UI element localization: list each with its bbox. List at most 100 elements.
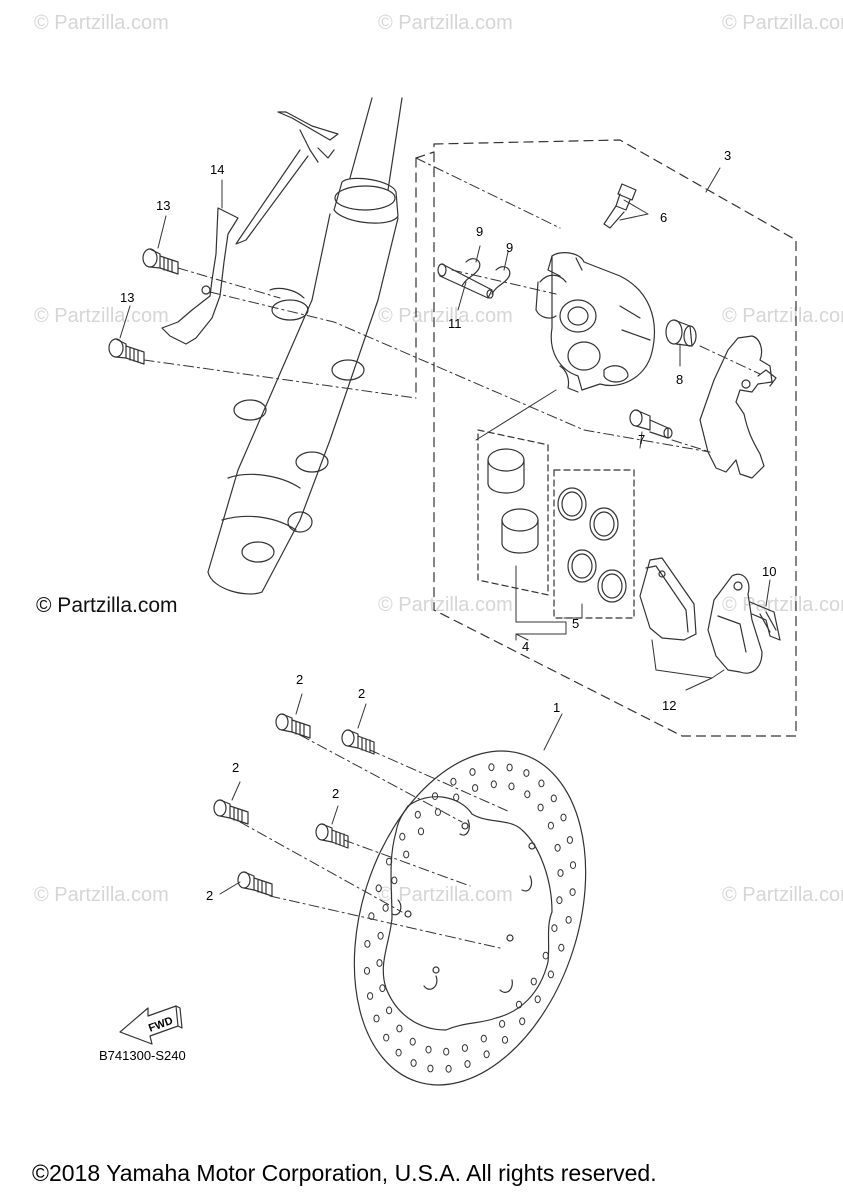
disc-vent-hole	[396, 1024, 403, 1033]
caliper-bracket	[699, 335, 777, 479]
watermark: © Partzilla.com	[378, 594, 513, 616]
disc-vent-hole	[443, 1047, 450, 1056]
disc-vent-hole	[399, 832, 406, 841]
disc-vent-hole	[547, 970, 555, 979]
disc-vent-hole	[488, 763, 495, 772]
pin-clip-a	[461, 258, 481, 287]
watermark: © Partzilla.com	[722, 594, 843, 616]
disc-vent-hole	[445, 1064, 452, 1073]
disc-vent-hole	[364, 940, 371, 948]
callout-2: 2	[206, 888, 213, 903]
callout-12: 12	[662, 698, 676, 713]
disc-vent-holes	[363, 763, 577, 1073]
disc-vent-hole	[391, 876, 398, 885]
disc-bolt-c	[213, 799, 249, 825]
disc-vent-hole	[550, 794, 557, 803]
watermark: © Partzilla.com	[378, 884, 513, 906]
piston-upper	[487, 448, 525, 494]
brake-pad-inner	[639, 557, 697, 641]
callout-labels: 1 2 2 2 2 2 3 4 5 6 7 8 9 9 10 11 12 13 …	[120, 148, 776, 1035]
callout-9: 9	[476, 224, 483, 239]
disc-vent-hole	[515, 1000, 523, 1009]
callout-13: 13	[156, 198, 170, 213]
watermark: © Partzilla.com	[378, 12, 513, 34]
watermark: © Partzilla.com	[722, 305, 843, 327]
disc-vent-hole	[566, 836, 574, 844]
watermark: © Partzilla.com	[34, 884, 169, 906]
callout-9: 9	[506, 240, 513, 255]
disc-vent-hole	[480, 1034, 487, 1043]
disc-vent-hole	[483, 1050, 490, 1059]
disc-vent-hole	[386, 857, 393, 866]
disc-vent-hole	[569, 888, 576, 896]
bushing	[665, 319, 697, 347]
pad-pin	[437, 263, 494, 299]
brake-pad-outer	[707, 573, 763, 674]
callout-2: 2	[296, 672, 303, 687]
callout-11: 11	[448, 316, 462, 331]
callout-1: 1	[553, 700, 560, 715]
disc-vent-hole	[472, 784, 479, 792]
hose-guide-bracket	[161, 111, 339, 345]
disc-vent-hole	[453, 793, 460, 802]
disc-vent-hole	[490, 780, 497, 789]
disc-vent-hole	[450, 777, 457, 786]
disc-vent-hole	[499, 1020, 506, 1028]
disc-vent-hole	[410, 1059, 417, 1067]
disc-vent-hole	[427, 1064, 434, 1073]
disc-vent-hole	[501, 1036, 509, 1044]
disc-vent-hole	[403, 850, 410, 859]
disc-bolt-e	[237, 871, 273, 897]
callout-13: 13	[120, 290, 134, 305]
disc-vent-hole	[530, 977, 537, 986]
disc-vent-hole	[368, 912, 375, 920]
disc-vent-hole	[560, 813, 567, 822]
callout-3: 3	[724, 148, 731, 163]
disc-vent-hole	[565, 916, 572, 924]
disc-vent-hole	[464, 1060, 471, 1068]
seal-group-outline	[553, 469, 635, 619]
disc-vent-hole	[417, 827, 425, 836]
disc-vent-hole	[431, 792, 439, 800]
pin-clip-b	[491, 266, 511, 295]
piston-lower	[501, 508, 539, 554]
disc-bolt-a	[275, 713, 311, 739]
disc-vent-hole	[379, 984, 386, 993]
disc-vent-hole	[519, 1017, 526, 1026]
caliper-body	[535, 252, 656, 393]
caliper-pin-bolt	[629, 409, 673, 439]
site-credit: © Partzilla.com	[36, 594, 178, 617]
seal-set	[557, 487, 627, 603]
callout-4: 4	[522, 639, 529, 654]
bleed-screw	[603, 183, 637, 229]
brake-disc	[353, 750, 587, 1086]
callout-2: 2	[332, 786, 339, 801]
callout-14: 14	[210, 162, 224, 177]
disc-vent-hole	[534, 995, 541, 1004]
disc-vent-hole	[434, 808, 441, 816]
disc-vent-hole	[554, 843, 561, 852]
fwd-arrow-icon	[119, 1005, 183, 1045]
disc-vent-hole	[461, 1044, 468, 1052]
disc-vent-hole	[523, 769, 530, 777]
disc-vent-hole	[409, 1037, 416, 1046]
disc-vent-hole	[382, 904, 389, 912]
disc-vent-hole	[373, 1014, 380, 1023]
watermark: © Partzilla.com	[34, 305, 169, 327]
callout-7: 7	[638, 432, 645, 447]
disc-vent-hole	[547, 821, 555, 830]
watermark: © Partzilla.com	[722, 12, 843, 34]
diagram-code: B741300-S240	[99, 1048, 186, 1063]
disc-vent-hole	[506, 763, 513, 772]
disc-vent-hole	[538, 779, 545, 788]
disc-bolt-d	[315, 823, 349, 849]
disc-vent-hole	[414, 810, 421, 819]
disc-vent-hole	[557, 869, 564, 877]
watermark: © Partzilla.com	[722, 884, 843, 906]
disc-vent-hole	[524, 790, 531, 799]
disc-vent-hole	[569, 861, 577, 869]
copyright-notice: ©2018 Yamaha Motor Corporation, U.S.A. A…	[32, 1160, 657, 1186]
bracket-bolt-upper	[142, 248, 179, 275]
disc-vent-hole	[556, 896, 563, 905]
disc-vent-hole	[558, 943, 565, 952]
